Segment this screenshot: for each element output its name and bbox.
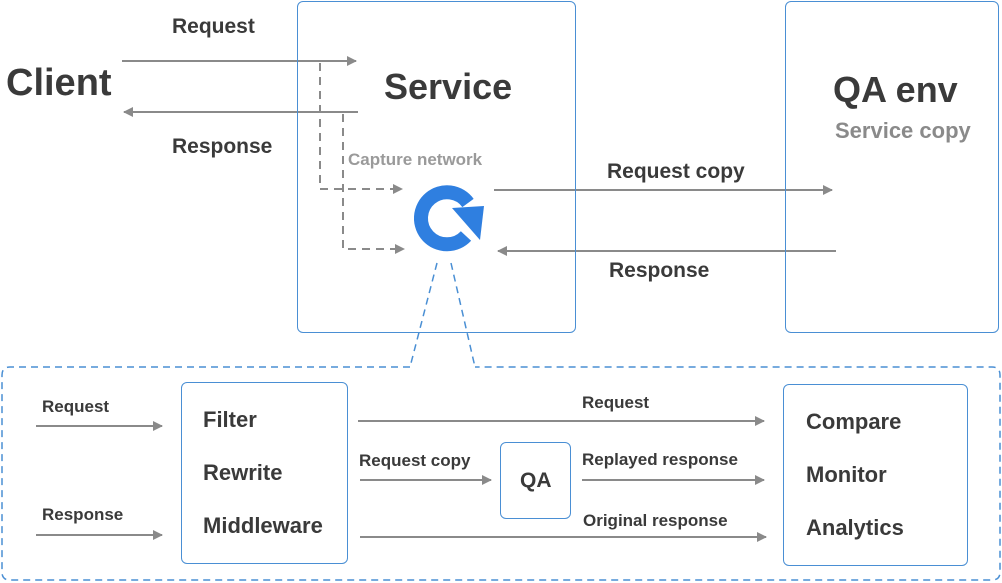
processing-box xyxy=(181,382,348,564)
qa-env-subtitle: Service copy xyxy=(835,118,971,143)
service-box xyxy=(297,1,576,333)
processing-middleware: Middleware xyxy=(203,513,323,538)
qa-env-box xyxy=(785,1,999,333)
zoom-connector-left xyxy=(409,262,438,368)
output-compare: Compare xyxy=(806,409,902,434)
request-copy-label: Request copy xyxy=(607,160,745,183)
capture-network-label: Capture network xyxy=(348,150,483,169)
detail-replayed-label: Replayed response xyxy=(582,450,738,469)
output-monitor: Monitor xyxy=(806,462,887,487)
processing-filter: Filter xyxy=(203,407,257,432)
zoom-connector-right xyxy=(450,262,476,368)
circular-arrow-logo-icon xyxy=(413,185,484,252)
outputs-box xyxy=(783,384,968,566)
qa-response-label: Response xyxy=(609,259,710,282)
processing-rewrite: Rewrite xyxy=(203,460,283,485)
detail-request-label: Request xyxy=(582,393,650,412)
detail-request-copy-label: Request copy xyxy=(359,451,471,470)
output-analytics: Analytics xyxy=(806,515,904,540)
qa-box-label: QA xyxy=(520,469,552,492)
service-title: Service xyxy=(384,66,513,107)
capture-dashed-response xyxy=(342,114,405,254)
response-label: Response xyxy=(172,135,273,158)
detail-in-response-label: Response xyxy=(42,505,124,524)
request-label: Request xyxy=(172,15,255,38)
qa-env-title: QA env xyxy=(833,69,958,110)
capture-dashed-request xyxy=(319,63,403,194)
client-title: Client xyxy=(6,62,112,104)
detail-in-request-label: Request xyxy=(42,397,110,416)
detail-dashed-container xyxy=(1,366,1001,581)
qa-box xyxy=(500,442,571,519)
detail-original-label: Original response xyxy=(583,511,728,530)
